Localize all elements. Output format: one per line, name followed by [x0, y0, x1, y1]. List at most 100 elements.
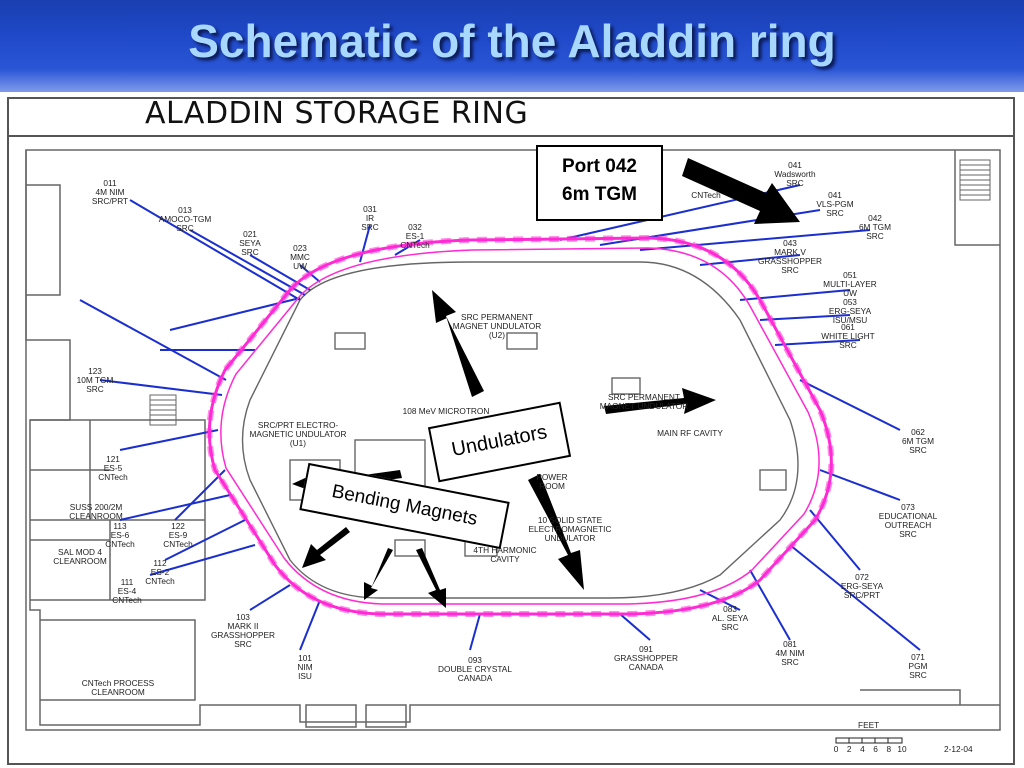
beamline-123-28-line-0: 123: [88, 366, 102, 376]
interior-power-line-0: POWER: [536, 472, 567, 482]
interior-u1-line-1: MAGNETIC UNDULATOR: [250, 429, 347, 439]
scale-tick-4: 4: [860, 744, 865, 754]
beamline-013-1-line-2: SRC: [176, 223, 194, 233]
scale-tick-8: 8: [886, 744, 891, 754]
beamline-12: [774, 339, 861, 346]
beamline-062-13-line-1: 6M TGM: [902, 436, 934, 446]
beamline-111-23-line-1: ES-4: [118, 586, 137, 596]
banner-strip: [9, 99, 1013, 137]
interior-cntech_top-line-0: CNTech: [691, 190, 721, 200]
interior-u1-line-0: SRC/PRT ELECTRO-: [258, 420, 339, 430]
interior-u2-line-1: MAGNET UNDULATOR: [453, 321, 542, 331]
beamline-0: [129, 199, 301, 301]
beamline-122-26-line-2: CNTech: [163, 539, 193, 549]
beamline-101-21-line-2: ISU: [298, 671, 312, 681]
interior-suss-line-0: SUSS 200/2M: [70, 502, 123, 512]
beamline-27: [119, 429, 219, 451]
beamline-071-16-line-2: SRC: [909, 670, 927, 680]
beamline-072-15-line-1: ERG-SEYA: [841, 581, 884, 591]
interior-label-u1: SRC/PRT ELECTRO-MAGNETIC UNDULATOR(U1): [250, 420, 347, 448]
beamline-062-13-line-2: SRC: [909, 445, 927, 455]
beamline-093-20-line-1: DOUBLE CRYSTAL: [438, 664, 512, 674]
beamline-19: [619, 613, 651, 641]
beamline-1: [189, 229, 306, 296]
beamline-043-9-line-3: SRC: [781, 265, 799, 275]
beamline-073-14-line-2: OUTREACH: [885, 520, 932, 530]
beamline-053-11-line-2: ISU/MSU: [833, 315, 868, 325]
scale-date: 2-12-04: [944, 744, 973, 754]
scale-tick-2: 2: [847, 744, 852, 754]
scale-label: FEET: [858, 720, 879, 730]
beamline-021-2-line-1: SEYA: [239, 238, 261, 248]
beamline-121-27-line-0: 121: [106, 454, 120, 464]
interior-u3-line-0: SRC PERMANENT: [608, 392, 680, 402]
beamline-081-17-line-0: 081: [783, 639, 797, 649]
beamline-091-19-line-0: 091: [639, 644, 653, 654]
interior-suss-line-1: CLEANROOM: [69, 511, 123, 521]
beamline-053-11-line-1: ERG-SEYA: [829, 306, 872, 316]
beamline-093-20-line-0: 093: [468, 655, 482, 665]
beamline-051-10-line-0: 051: [843, 270, 857, 280]
arrow-bending-1: [302, 527, 350, 568]
beamline-043-9-line-1: MARK V: [774, 247, 806, 257]
interior-power-line-1: ROOM: [539, 481, 565, 491]
scale-tick-10: 10: [897, 744, 907, 754]
beamline-041-7-line-1: VLS-PGM: [816, 199, 853, 209]
beamline-061-12-line-1: WHITE LIGHT: [821, 331, 874, 341]
beamline-041-7-line-0: 041: [828, 190, 842, 200]
beamline-073-14-line-1: EDUCATIONAL: [879, 511, 938, 521]
beamline-123-28-line-2: SRC: [86, 384, 104, 394]
beamline-071-16-line-0: 071: [911, 652, 925, 662]
scale-tick-6: 6: [873, 744, 878, 754]
beamline-2: [249, 254, 311, 291]
beamline-021-2-line-0: 021: [243, 229, 257, 239]
beamline-043-9-line-2: GRASSHOPPER: [758, 256, 822, 266]
beamline-123-28-line-1: 10M TGM: [77, 375, 114, 385]
storage-ring: [206, 234, 835, 617]
beamline-041-7-line-2: SRC: [826, 208, 844, 218]
beamline-032-5-line-0: 032: [408, 222, 422, 232]
beamline-081-17-line-1: 4M NIM: [775, 648, 804, 658]
arrow-undulator-up: [432, 290, 484, 397]
interior-u2-line-2: (U2): [489, 330, 505, 340]
beamline-111-23-line-2: CNTech: [112, 595, 142, 605]
beamline-113-25-line-2: CNTech: [105, 539, 135, 549]
beamline-031-4-line-2: SRC: [361, 222, 379, 232]
beamline-8: [639, 229, 871, 251]
beamline-023-3-line-2: UW: [293, 261, 307, 271]
beamline-031-4-line-0: 031: [363, 204, 377, 214]
beamline-041-6-line-0: 041: [788, 160, 802, 170]
beamline-053-11-line-0: 053: [843, 297, 857, 307]
beamline-042-8-line-0: 042: [868, 213, 882, 223]
beamline-071-16-line-1: PGM: [909, 661, 928, 671]
beamline-083-18-line-2: SRC: [721, 622, 739, 632]
pointer-arrows: [292, 158, 800, 608]
beamline-29: [79, 299, 227, 381]
beamline-112-24-line-0: 112: [153, 558, 167, 568]
beamline-013-1-line-0: 013: [178, 205, 192, 215]
beamline-111-23-line-0: 111: [121, 577, 134, 587]
beamline-20: [469, 613, 481, 651]
arrow-undulator-right: [604, 388, 716, 414]
beamline-073-14-line-3: SRC: [899, 529, 917, 539]
beamline-032-5-line-1: ES-1: [406, 231, 425, 241]
beamline-103-22-line-3: SRC: [234, 639, 252, 649]
interior-u4-line-1: ELECTROMAGNETIC: [529, 524, 612, 534]
interior-sal-line-0: SAL MOD 4: [58, 547, 102, 557]
beamline-023-3-line-0: 023: [293, 243, 307, 253]
interior-microtron-line-0: 108 MeV MICROTRON: [403, 406, 490, 416]
